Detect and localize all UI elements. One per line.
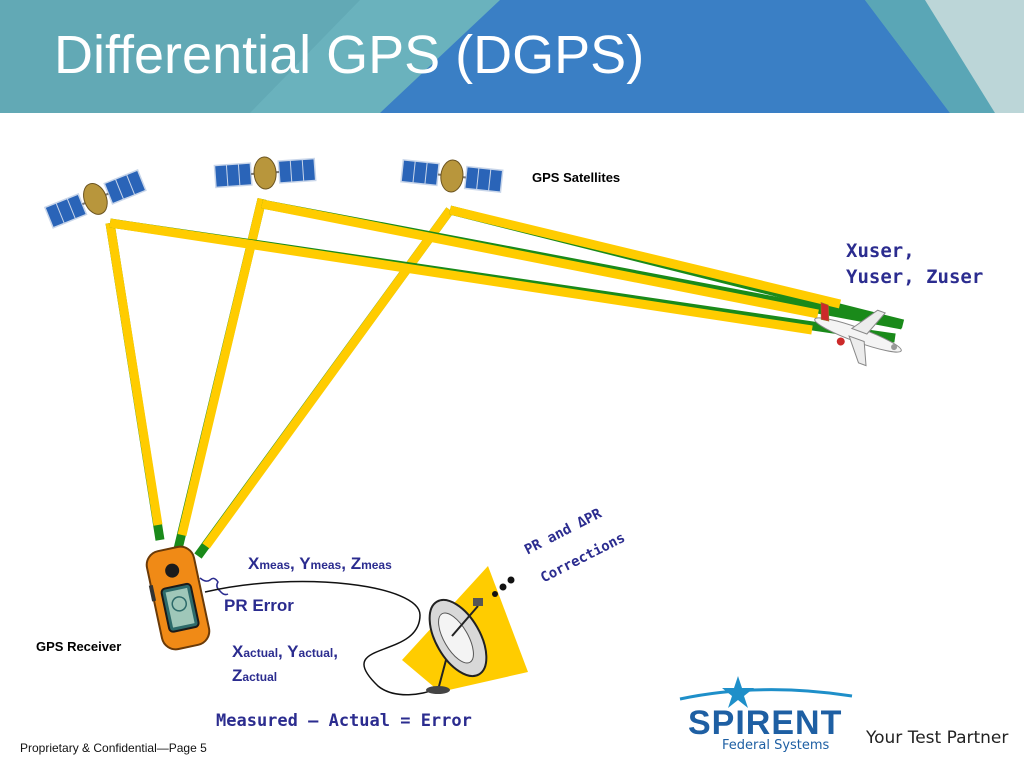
actual-x-sub: actual bbox=[243, 646, 279, 660]
meas-z: Z bbox=[350, 554, 362, 573]
satellite-icon bbox=[213, 156, 317, 190]
comma-3: , bbox=[278, 642, 288, 661]
satellites-label: GPS Satellites bbox=[532, 170, 621, 185]
comma-2: , bbox=[341, 554, 351, 573]
spirent-star-icon bbox=[679, 676, 853, 708]
data-cable bbox=[204, 580, 433, 696]
gps-receiver-icon bbox=[145, 545, 211, 651]
actual-position-line1: Xactual, Yactual, bbox=[232, 642, 338, 662]
transmission-dots bbox=[492, 576, 515, 597]
footer-text: Proprietary & Confidential—Page 5 bbox=[20, 741, 207, 755]
spirent-logo-text: SPIRENT bbox=[688, 704, 843, 742]
slide-title: Differential GPS (DGPS) bbox=[54, 25, 645, 85]
actual-y-sub: actual bbox=[298, 646, 334, 660]
tagline: Your Test Partner bbox=[866, 728, 1009, 748]
signal-beams bbox=[105, 197, 905, 559]
reference-station bbox=[402, 566, 528, 694]
actual-x: X bbox=[232, 642, 244, 661]
measured-position: Xmeas, Ymeas, Zmeas bbox=[248, 554, 392, 574]
meas-z-sub: meas bbox=[361, 558, 392, 572]
meas-x: X bbox=[248, 554, 260, 573]
user-position-line1: Xuser, bbox=[846, 240, 915, 262]
airplane-icon bbox=[814, 301, 902, 367]
header-band bbox=[0, 0, 1024, 113]
actual-y: Y bbox=[287, 642, 299, 661]
receiver-label: GPS Receiver bbox=[36, 639, 122, 654]
actual-z: Z bbox=[232, 666, 243, 685]
meas-y-sub: meas bbox=[310, 558, 342, 572]
meas-y: Y bbox=[299, 554, 311, 573]
satellite-icon bbox=[43, 169, 147, 229]
user-position-line2: Yuser, Zuser bbox=[846, 266, 984, 288]
bracket-squiggle bbox=[199, 577, 229, 596]
actual-z-sub: actual bbox=[242, 670, 278, 684]
actual-position-line2: Zactual bbox=[232, 666, 277, 686]
comma-4: , bbox=[333, 642, 338, 661]
error-equation: Measured – Actual = Error bbox=[216, 711, 472, 731]
meas-x-sub: meas bbox=[259, 558, 291, 572]
comma-1: , bbox=[290, 554, 300, 573]
pr-error-label: PR Error bbox=[224, 596, 294, 615]
spirent-logo-subtitle: Federal Systems bbox=[722, 738, 830, 753]
satellite-icon bbox=[400, 159, 504, 193]
